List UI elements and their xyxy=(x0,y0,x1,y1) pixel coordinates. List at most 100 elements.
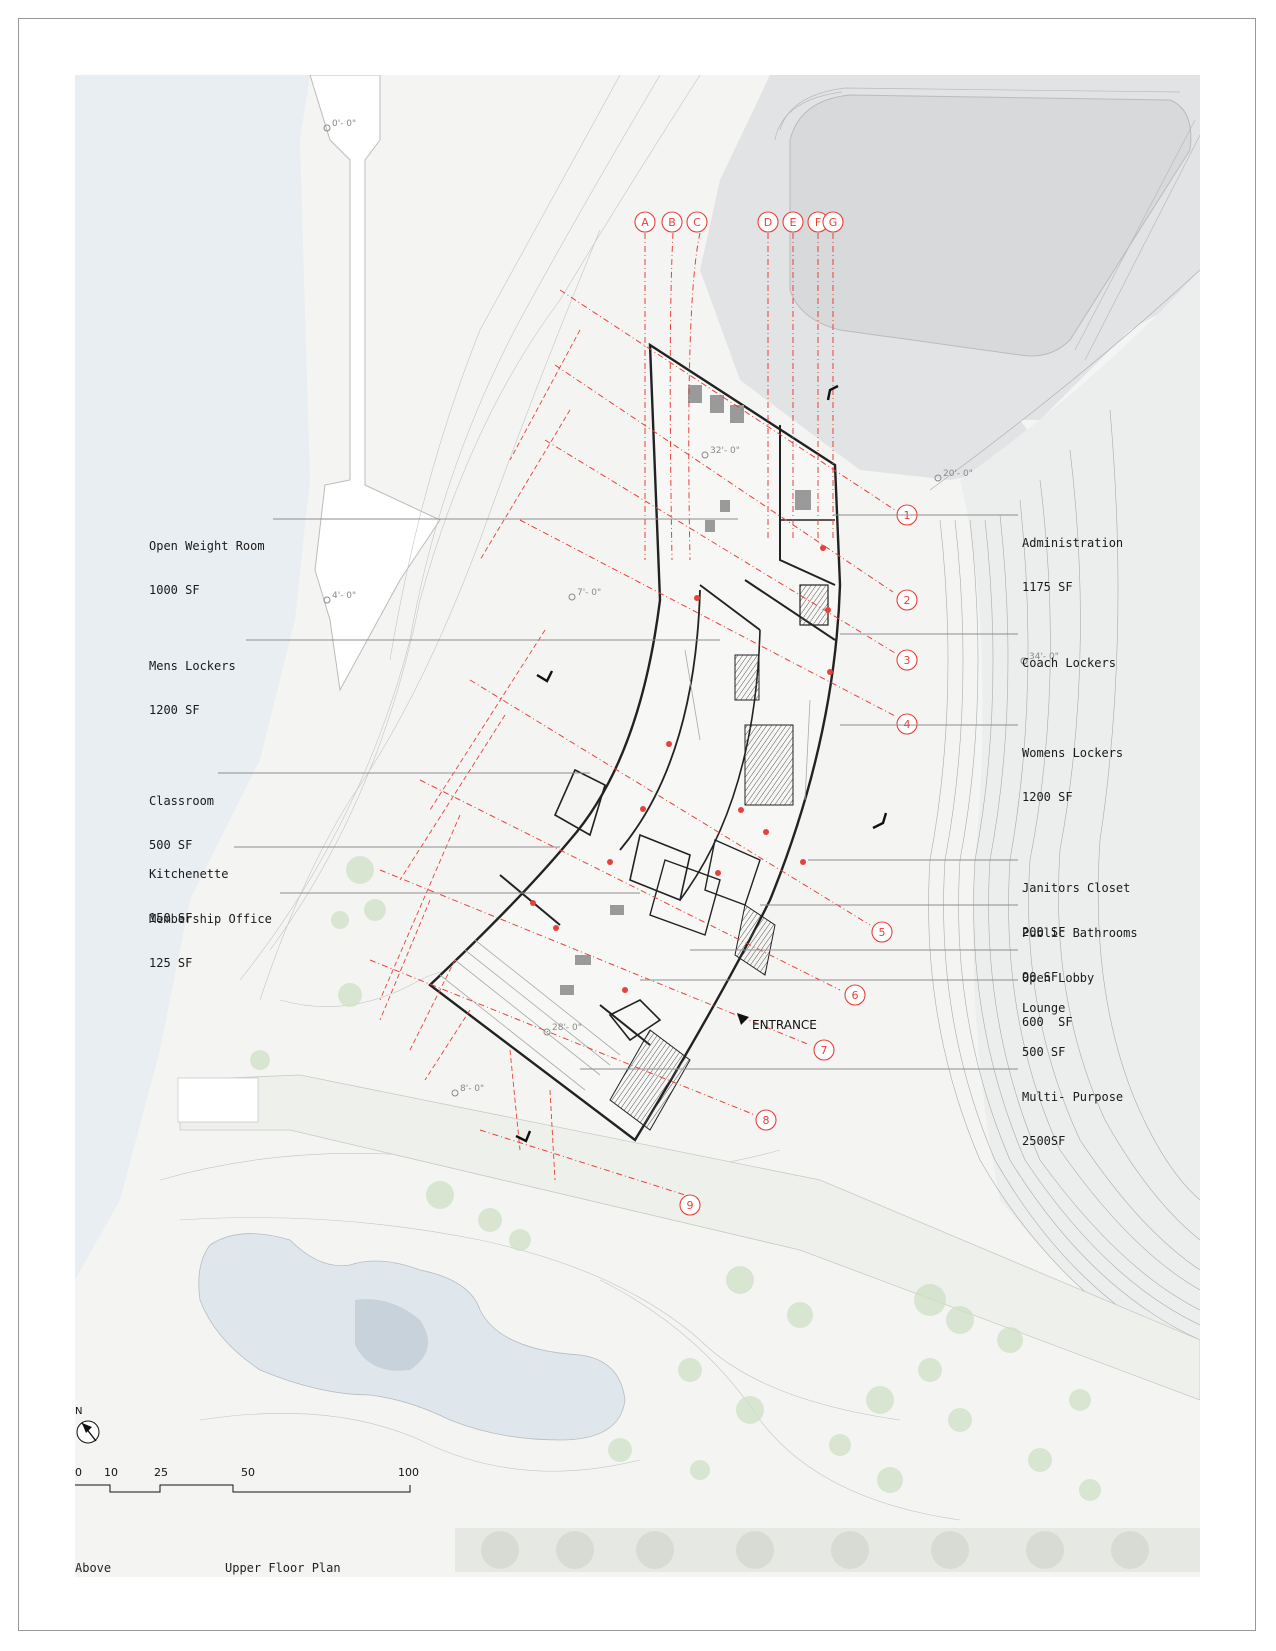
footer-left-label: Above xyxy=(75,1561,112,1575)
locker-banks xyxy=(734,654,794,806)
room-name: Open Lobby xyxy=(1022,971,1095,985)
label-kitchenette: Kitchenette 150 SF xyxy=(149,838,228,940)
spot-elevations: 0'- 0" 20'- 0" 32'- 0" 4'- 0" 7'- 0" 34'… xyxy=(323,119,1059,1097)
svg-text:6: 6 xyxy=(852,989,859,1002)
svg-text:0'- 0": 0'- 0" xyxy=(332,119,356,129)
grid-row-bubble: 2 xyxy=(896,589,918,611)
label-janitors-closet: Janitors Closet 200 SF xyxy=(1022,852,1130,954)
column-bubble-markers: A B C D E F G xyxy=(634,211,844,233)
svg-text:4: 4 xyxy=(904,718,911,731)
svg-text:34'- 0": 34'- 0" xyxy=(1029,652,1059,662)
svg-text:E: E xyxy=(790,216,797,229)
pier xyxy=(309,75,441,692)
room-name: Lounge xyxy=(1022,1001,1066,1015)
label-womens-lockers: Womens Lockers 1200 SF xyxy=(1022,717,1123,819)
room-area: 1000 SF xyxy=(149,582,200,597)
column-grid-lines xyxy=(644,232,834,561)
sheet-border xyxy=(18,18,1256,1631)
grid-row-bubble: 3 xyxy=(896,649,918,671)
room-area: 125 SF xyxy=(149,955,193,970)
svg-text:7: 7 xyxy=(821,1044,828,1057)
grid-row-bubble: 5 xyxy=(871,921,893,943)
building-footprint xyxy=(428,342,842,1142)
label-lounge: Lounge 500 SF xyxy=(1022,972,1065,1074)
svg-text:7'- 0": 7'- 0" xyxy=(577,588,601,598)
spot-elevation: 4'- 0" xyxy=(323,591,356,604)
svg-text:F: F xyxy=(815,216,821,229)
room-area: 1200 SF xyxy=(1022,789,1073,804)
svg-text:5: 5 xyxy=(879,926,886,939)
svg-text:4'- 0": 4'- 0" xyxy=(332,591,356,601)
room-name: Mens Lockers xyxy=(149,659,236,673)
svg-text:20'- 0": 20'- 0" xyxy=(943,469,973,479)
room-area: 500 SF xyxy=(149,837,193,852)
room-name: Public Bathrooms xyxy=(1022,926,1138,940)
room-name: Membership Office xyxy=(149,912,272,926)
room-name: Womens Lockers xyxy=(1022,746,1124,760)
room-name: Coach Lockers xyxy=(1022,656,1116,670)
grid-column-bubble: C xyxy=(686,211,708,233)
site-path xyxy=(179,1074,1200,1401)
grid-row-bubble: 7 xyxy=(813,1039,835,1061)
room-name: Open Weight Room xyxy=(149,539,265,553)
grid-row-bubble: 6 xyxy=(844,984,866,1006)
spot-elevation: 7'- 0" xyxy=(568,588,601,601)
north-arrow-icon xyxy=(76,1420,100,1444)
room-leader-lines xyxy=(218,514,1018,1070)
room-area: 150 SF xyxy=(149,910,193,925)
site-context xyxy=(75,75,1200,1577)
spot-elevation: 8'- 0" xyxy=(451,1084,484,1097)
svg-text:B: B xyxy=(668,216,676,229)
room-name: Multi- Purpose xyxy=(1022,1090,1124,1104)
spot-elevation: 28'- 0" xyxy=(543,1023,582,1036)
label-mens-lockers: Mens Lockers 1200 SF xyxy=(149,630,236,732)
label-multi-purpose: Multi- Purpose 2500SF xyxy=(1022,1061,1123,1163)
grid-row-bubble: 4 xyxy=(896,713,918,735)
room-area: 600 SF xyxy=(1022,1014,1073,1029)
svg-text:1: 1 xyxy=(904,509,911,522)
svg-text:50: 50 xyxy=(241,1466,255,1479)
label-classroom: Classroom 500 SF xyxy=(149,765,214,867)
grid-row-bubble: 9 xyxy=(679,1194,701,1216)
label-administration: Administration 1175 SF xyxy=(1022,507,1123,609)
drawing-title: Upper Floor Plan xyxy=(225,1561,341,1575)
label-coach-lockers: Coach Lockers xyxy=(1022,627,1116,685)
svg-text:25: 25 xyxy=(154,1466,168,1479)
room-name: Janitors Closet xyxy=(1022,881,1131,895)
label-open-lobby: Open Lobby 600 SF xyxy=(1022,942,1094,1044)
room-name: Kitchenette xyxy=(149,867,229,881)
room-name: Classroom xyxy=(149,794,215,808)
label-open-weight-room: Open Weight Room 1000 SF xyxy=(149,510,265,612)
grid-column-bubble: G xyxy=(822,211,844,233)
label-public-bathrooms: Public Bathrooms 90 SF xyxy=(1022,897,1138,999)
spot-elevation: 0'- 0" xyxy=(323,119,356,132)
svg-text:G: G xyxy=(829,216,838,229)
svg-text:8: 8 xyxy=(763,1114,770,1127)
svg-text:3: 3 xyxy=(904,654,911,667)
svg-text:100: 100 xyxy=(398,1466,419,1479)
svg-text:10: 10 xyxy=(104,1466,118,1479)
room-area: 90 SF xyxy=(1022,969,1059,984)
svg-text:0: 0 xyxy=(75,1466,82,1479)
room-area: 200 SF xyxy=(1022,924,1066,939)
scale-bar-labels: 0 10 25 50 100 xyxy=(75,1466,419,1479)
water-body xyxy=(75,75,310,1280)
svg-text:8'- 0": 8'- 0" xyxy=(460,1084,484,1094)
room-name: Administration xyxy=(1022,536,1124,550)
room-area: 1175 SF xyxy=(1022,579,1073,594)
room-area: 500 SF xyxy=(1022,1044,1066,1059)
svg-text:D: D xyxy=(764,216,772,229)
svg-text:32'- 0": 32'- 0" xyxy=(710,446,740,456)
svg-text:9: 9 xyxy=(687,1199,694,1212)
entrance-arrow-icon xyxy=(737,1013,749,1025)
grid-column-bubble: B xyxy=(661,211,683,233)
spot-elevation: 32'- 0" xyxy=(701,446,740,459)
room-area: 1200 SF xyxy=(149,702,200,717)
entrance-label: ENTRANCE xyxy=(752,1018,817,1032)
svg-text:C: C xyxy=(693,216,701,229)
north-label: N xyxy=(75,1406,82,1417)
grid-column-bubble: D xyxy=(757,211,779,233)
spot-elevation: 34'- 0" xyxy=(1020,652,1059,665)
spot-elevation: 20'- 0" xyxy=(934,469,973,482)
